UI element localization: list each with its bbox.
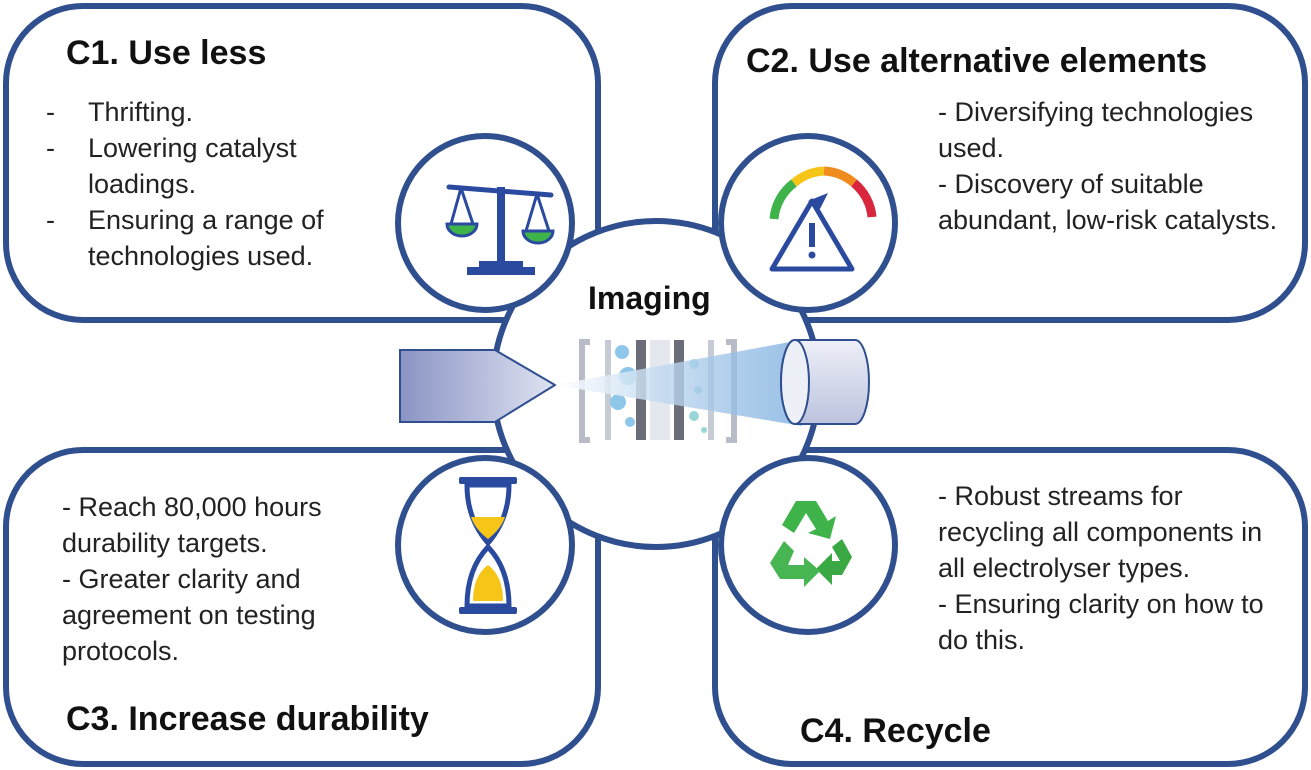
quadrant-c1-list: -Thrifting. -Lowering catalyst loadings.… xyxy=(46,94,376,274)
list-item: - Ensuring clarity on how to do this. xyxy=(938,589,1264,655)
list-item: - Discovery of suitable abundant, low-ri… xyxy=(938,169,1278,235)
quadrant-c2-title: C2. Use alternative elements xyxy=(746,42,1208,80)
quadrant-c3-list: - Reach 80,000 hours durability targets.… xyxy=(62,489,392,669)
quadrant-c1-icon-circle xyxy=(395,133,575,313)
list-item: - Diversifying technologies used. xyxy=(938,97,1254,163)
list-item: - Reach 80,000 hours durability targets. xyxy=(62,492,322,558)
imaging-label: Imaging xyxy=(588,280,711,316)
balance-scale-icon xyxy=(445,184,555,275)
risk-gauge-warning-icon xyxy=(769,166,877,272)
quadrant-c1-title: C1. Use less xyxy=(66,34,267,72)
quadrant-c2-list: - Diversifying technologies used. - Disc… xyxy=(938,94,1278,238)
hourglass-icon xyxy=(459,477,517,614)
list-item: - Greater clarity and agreement on testi… xyxy=(62,564,316,666)
recycle-icon xyxy=(770,501,852,587)
quadrant-c4-title: C4. Recycle xyxy=(800,712,991,750)
list-item: - Robust streams for recycling all compo… xyxy=(938,481,1263,583)
quadrant-c3-title: C3. Increase durability xyxy=(66,700,429,738)
imaging-schematic xyxy=(399,339,870,443)
list-item: -Lowering catalyst loadings. xyxy=(46,133,297,199)
list-item: -Thrifting. xyxy=(46,97,194,127)
quadrant-c4-list: - Robust streams for recycling all compo… xyxy=(938,478,1278,658)
quadrant-c3-icon-circle xyxy=(395,455,575,635)
quadrant-c4-icon-circle xyxy=(718,455,898,635)
list-item: -Ensuring a range of technologies used. xyxy=(46,205,324,271)
quadrant-c2-icon-circle xyxy=(718,133,898,313)
